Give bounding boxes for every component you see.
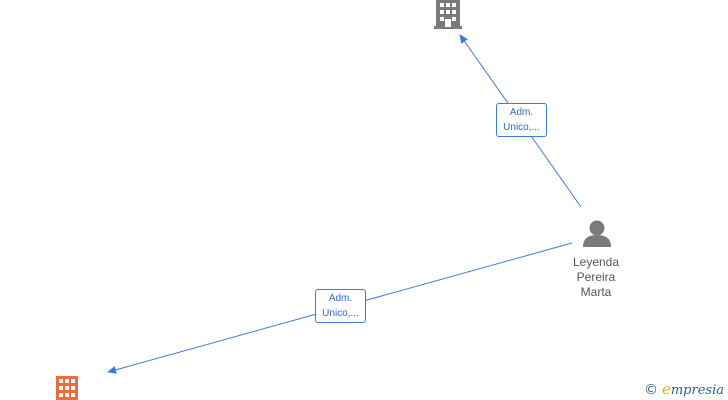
edge-label-line: Unico,... [503, 122, 540, 133]
building-icon[interactable] [56, 376, 78, 400]
person-name-line: Leyenda [572, 255, 620, 269]
empresia-watermark: ©empresia [644, 380, 724, 398]
person-name-line: Pereira [576, 270, 616, 284]
building-icon[interactable] [434, 0, 462, 29]
brand-name: mpresia [670, 383, 724, 398]
edge-label-line: Adm. [328, 293, 353, 304]
person-name[interactable]: Leyenda Pereira Marta [560, 255, 632, 300]
person-icon[interactable] [583, 220, 611, 248]
brand-initial: e [661, 380, 671, 398]
edge-label-line: Unico,... [322, 308, 359, 319]
edge-label-line: Adm. [509, 107, 534, 118]
person-name-line: Marta [580, 285, 612, 299]
copyright-icon: © [643, 382, 658, 398]
edge-label-top[interactable]: Adm. Unico,... [496, 103, 547, 137]
edge-label-bottom[interactable]: Adm. Unico,... [315, 289, 366, 323]
